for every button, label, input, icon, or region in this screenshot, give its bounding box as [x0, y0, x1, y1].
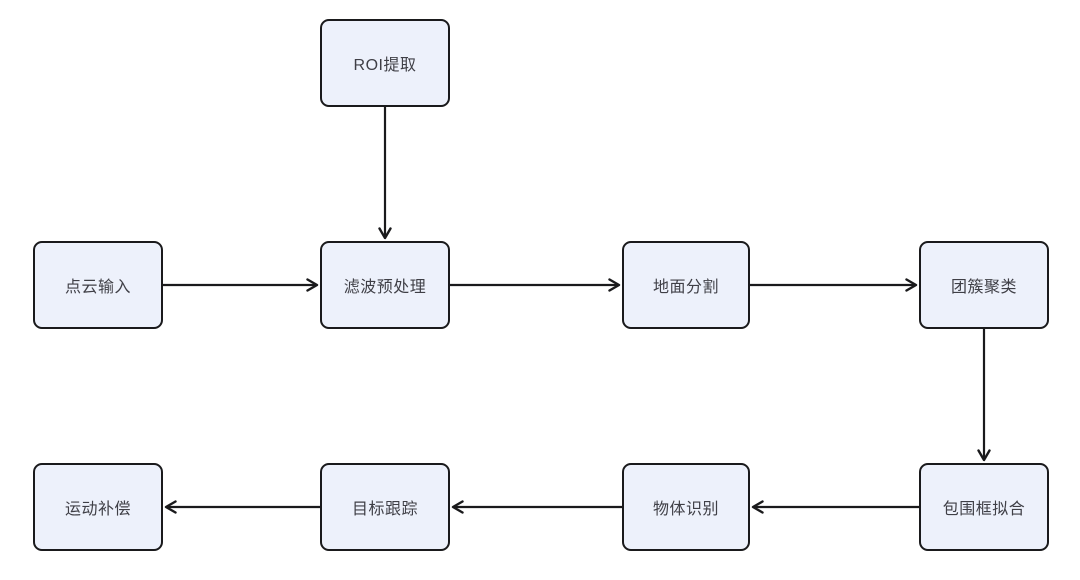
flowchart-node-target-tracking[interactable]: 目标跟踪	[320, 463, 450, 551]
flowchart-node-bounding-box-fitting[interactable]: 包围框拟合	[919, 463, 1049, 551]
node-label: 地面分割	[652, 279, 719, 296]
node-label: ROI提取	[353, 57, 417, 74]
node-label: 物体识别	[652, 501, 719, 518]
flowchart-node-pointcloud-input[interactable]: 点云输入	[33, 241, 163, 329]
node-label: 包围框拟合	[942, 501, 1026, 518]
node-label: 运动补偿	[64, 501, 131, 518]
flowchart-node-roi-extract[interactable]: ROI提取	[320, 19, 450, 107]
flowchart-node-filter-preprocess[interactable]: 滤波预处理	[320, 241, 450, 329]
node-label: 滤波预处理	[343, 279, 427, 296]
flowchart-node-object-recognition[interactable]: 物体识别	[622, 463, 750, 551]
flowchart-node-motion-compensation[interactable]: 运动补偿	[33, 463, 163, 551]
node-label: 团簇聚类	[950, 279, 1017, 296]
node-label: 目标跟踪	[351, 501, 418, 518]
flowchart-node-ground-segmentation[interactable]: 地面分割	[622, 241, 750, 329]
flowchart-node-clustering[interactable]: 团簇聚类	[919, 241, 1049, 329]
node-label: 点云输入	[64, 279, 131, 296]
